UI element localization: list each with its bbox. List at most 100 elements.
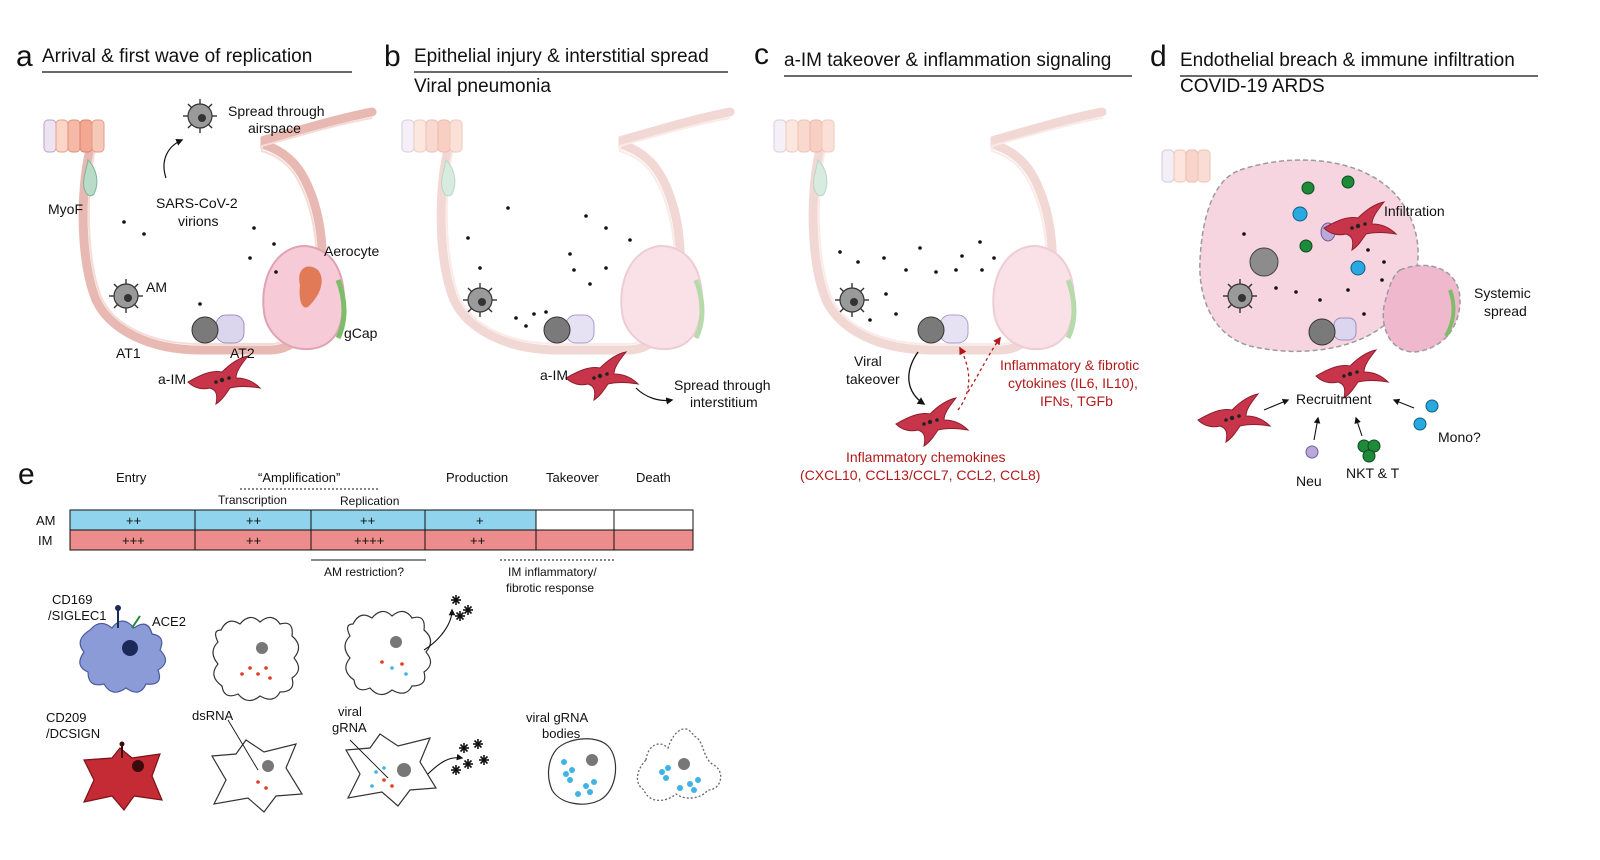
label-dcsign: /DCSIGN xyxy=(46,726,100,741)
grna-bodies-cell xyxy=(547,738,617,805)
label-am: AM xyxy=(146,279,167,295)
recruited-im-icon xyxy=(1197,393,1271,443)
label-siglec1: /SIGLEC1 xyxy=(48,608,107,623)
panel-letter: d xyxy=(1150,40,1167,73)
panel-subtitle: COVID-19 ARDS xyxy=(1180,76,1325,97)
cell-im-production: ++ xyxy=(470,533,485,548)
label-infiltration: Infiltration xyxy=(1384,203,1445,219)
dead-cell-icon xyxy=(1249,247,1279,277)
label-mono: Mono? xyxy=(1438,429,1481,445)
am-released-virions xyxy=(450,594,474,622)
note-am-restriction: AM restriction? xyxy=(324,565,404,579)
label-spread-interstitium: Spread through xyxy=(674,377,771,393)
label-interstitium: interstitium xyxy=(690,394,758,410)
label-virions: SARS-CoV-2 xyxy=(156,195,238,211)
label-grna: gRNA xyxy=(332,720,367,735)
cell-am-production: + xyxy=(476,513,484,528)
cell-am-entry: ++ xyxy=(126,513,141,528)
label-cytokines-3: IFNs, TGFb xyxy=(1040,393,1113,409)
panel-d: d Endothelial breach & immune infiltrati… xyxy=(1150,40,1538,489)
virion-spread-icon xyxy=(182,98,218,134)
stage-production: Production xyxy=(446,470,508,485)
panel-c: c a-IM takeover & inflammation signaling… xyxy=(754,38,1139,483)
label-viral: Viral xyxy=(854,353,882,369)
panel-e: e Entry “Amplification” Transcription Re… xyxy=(18,458,722,813)
row-label-am: AM xyxy=(36,513,56,528)
am-transcription-cell xyxy=(212,616,300,702)
leaky-capillary xyxy=(1382,264,1461,353)
stage-table: AM IM ++ ++ ++ + +++ ++ ++++ ++ xyxy=(36,509,694,551)
nkt-cells-icon xyxy=(1357,439,1381,463)
cell-am-replication: ++ xyxy=(360,513,375,528)
label-aerocyte: Aerocyte xyxy=(324,243,379,259)
label-virions-2: virions xyxy=(178,213,218,229)
label-neu: Neu xyxy=(1296,473,1322,489)
label-airspace: airspace xyxy=(248,120,301,136)
note-im-response-2: fibrotic response xyxy=(506,581,594,595)
grna-bodies xyxy=(561,759,597,797)
alveolar-macrophage-icon xyxy=(1222,278,1258,314)
im-replication-cell xyxy=(345,733,437,807)
stage-replication: Replication xyxy=(340,494,399,508)
a-im-cell-icon xyxy=(895,397,969,447)
note-im-response: IM inflammatory/ xyxy=(508,565,597,579)
label-spread: spread xyxy=(1484,303,1527,319)
label-systemic: Systemic xyxy=(1474,285,1531,301)
stage-entry: Entry xyxy=(116,470,147,485)
cell-im-entry: +++ xyxy=(122,533,145,548)
label-at1: AT1 xyxy=(116,345,141,361)
label-a-im: a-IM xyxy=(540,367,568,383)
stage-amplification: “Amplification” xyxy=(258,470,340,485)
stage-death: Death xyxy=(636,470,671,485)
cell-im-replication: ++++ xyxy=(354,533,384,548)
alveolar-macrophage-icon xyxy=(834,282,870,318)
label-gcap: gCap xyxy=(344,325,378,341)
am-replication-cell xyxy=(344,610,432,696)
label-cd169: CD169 xyxy=(52,592,92,607)
panel-a: a Arrival & first wave of replication Sp… xyxy=(16,40,379,405)
panel-b: b Epithelial injury & interstitial sprea… xyxy=(384,40,771,410)
panel-title: Endothelial breach & immune infiltration xyxy=(1180,50,1515,71)
panel-subtitle: Viral pneumonia xyxy=(414,76,551,97)
label-cytokines: Inflammatory & fibrotic xyxy=(1000,357,1139,373)
monocyte-icon xyxy=(1413,399,1439,431)
panel-letter: c xyxy=(754,38,769,71)
label-ace2: ACE2 xyxy=(152,614,186,629)
row-label-im: IM xyxy=(38,533,52,548)
label-bodies: bodies xyxy=(542,726,581,741)
label-cytokines-2: cytokines (IL6, IL10), xyxy=(1008,375,1138,391)
cd209-im-cell xyxy=(82,741,163,811)
label-dsrna: dsRNA xyxy=(192,708,234,723)
panel-title: Arrival & first wave of replication xyxy=(42,46,312,67)
label-chemokines: Inflammatory chemokines xyxy=(846,449,1006,465)
stage-takeover: Takeover xyxy=(546,470,599,485)
label-at2: AT2 xyxy=(230,345,255,361)
label-a-im: a-IM xyxy=(158,371,186,387)
stage-transcription: Transcription xyxy=(218,493,287,507)
label-nkt-t: NKT & T xyxy=(1346,465,1400,481)
dying-grna xyxy=(659,765,701,793)
dying-cell xyxy=(636,728,722,801)
cell-im-transcription: ++ xyxy=(246,533,261,548)
neutrophil-icon xyxy=(1305,445,1319,459)
im-released-virions xyxy=(450,738,490,776)
label-takeover: takeover xyxy=(846,371,900,387)
panel-letter: b xyxy=(384,40,401,73)
label-cd209: CD209 xyxy=(46,710,86,725)
label-viral-grna: viral gRNA xyxy=(526,710,588,725)
panel-title: Epithelial injury & interstitial spread xyxy=(414,46,709,67)
panel-letter: a xyxy=(16,40,33,73)
cell-am-transcription: ++ xyxy=(246,513,261,528)
alveolar-macrophage-icon xyxy=(462,282,498,318)
a-im-cell-icon xyxy=(565,351,639,401)
cd169-am-cell xyxy=(79,605,167,693)
panel-title: a-IM takeover & inflammation signaling xyxy=(784,50,1111,71)
alveolar-macrophage-icon xyxy=(108,278,144,314)
label-myof: MyoF xyxy=(48,201,83,217)
aerocyte-shape xyxy=(299,266,322,308)
label-recruitment: Recruitment xyxy=(1296,391,1372,407)
label-spread-airspace: Spread through xyxy=(228,103,325,119)
flooded-alveolus xyxy=(1199,159,1419,353)
panel-letter: e xyxy=(18,458,35,491)
